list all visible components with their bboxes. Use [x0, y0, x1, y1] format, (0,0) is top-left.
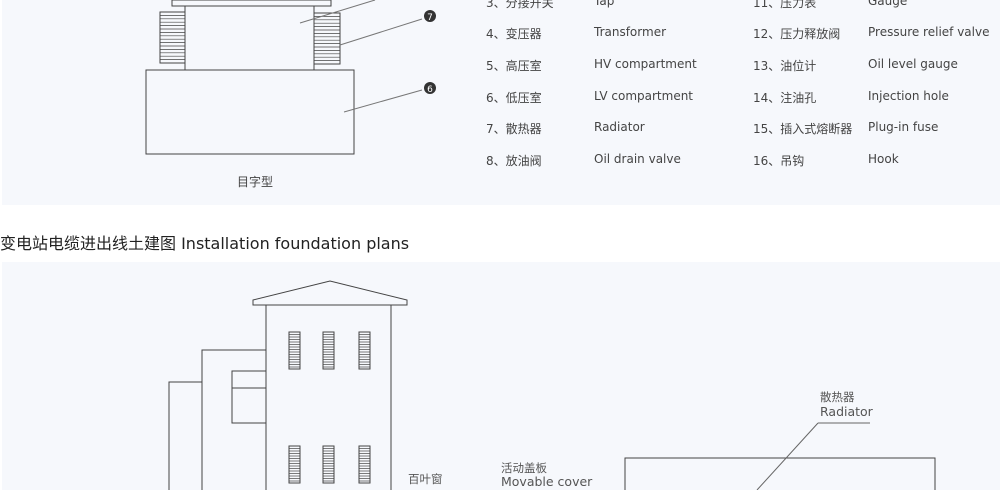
legend-right-en: Gauge	[868, 0, 908, 8]
legend-left-en: Oil drain valve	[594, 152, 681, 166]
building-drawing	[168, 280, 936, 490]
cover-label-cn: 活动盖板	[501, 461, 547, 475]
louver-window	[322, 331, 335, 370]
callout-6	[424, 82, 436, 94]
legend-left-en: Transformer	[594, 25, 667, 39]
radiator-label-en: Radiator	[820, 404, 873, 419]
louver-label: 百叶窗	[408, 472, 443, 486]
cover-label-en: Movable cover	[501, 474, 593, 489]
callout-6-label: 6	[427, 85, 433, 95]
legend-left-en: Tap	[594, 0, 615, 8]
louvers	[288, 331, 371, 484]
diagram-caption: 目字型	[237, 175, 274, 189]
legend-right-cn: 12、压力释放阀	[753, 27, 841, 41]
louver-window	[358, 331, 371, 370]
legend-right-en: Oil level gauge	[868, 57, 958, 71]
louver-window	[322, 445, 335, 484]
legend-right-cn: 13、油位计	[753, 59, 817, 73]
legend-right-cn: 15、插入式熔断器	[753, 122, 853, 136]
legend-left-cn: 7、散热器	[486, 122, 542, 136]
legend-left-cn: 8、放油阀	[486, 154, 542, 168]
diagram-panel-top	[2, 0, 1000, 205]
callout-7-label: 7	[427, 13, 433, 23]
legend-right-en: Injection hole	[868, 89, 949, 103]
legend-left-en: HV compartment	[594, 57, 697, 71]
louver-window	[358, 445, 371, 484]
louver-window	[288, 331, 301, 370]
cable-trench-outline	[624, 457, 936, 490]
diagram-panel-bottom	[2, 262, 1000, 490]
section-title: 变电站电缆进出线土建图 Installation foundation plan…	[0, 234, 410, 253]
legend-left-cn: 4、变压器	[486, 27, 542, 41]
transformer-drawing: 7 6	[145, 0, 436, 155]
legend-right-en: Plug-in fuse	[868, 120, 939, 134]
legend-left-cn: 6、低压室	[486, 91, 542, 105]
legend-right-en: Hook	[868, 152, 899, 166]
louver-window	[288, 445, 301, 484]
legend-right-cn: 14、注油孔	[753, 91, 817, 105]
legend-left-en: Radiator	[594, 120, 645, 134]
legend-left-cn: 5、高压室	[486, 59, 542, 73]
radiator-label-cn: 散热器	[820, 390, 855, 404]
legend-right-en: Pressure relief valve	[868, 25, 990, 39]
legend-right-cn: 11、压力表	[753, 0, 817, 10]
radiator-left	[159, 11, 186, 64]
callout-7	[424, 10, 436, 22]
legend-left-cn: 3、分接开关	[486, 0, 554, 10]
legend-left-en: LV compartment	[594, 89, 694, 103]
legend-right-cn: 16、吊钩	[753, 154, 805, 168]
radiator-right	[313, 12, 341, 65]
